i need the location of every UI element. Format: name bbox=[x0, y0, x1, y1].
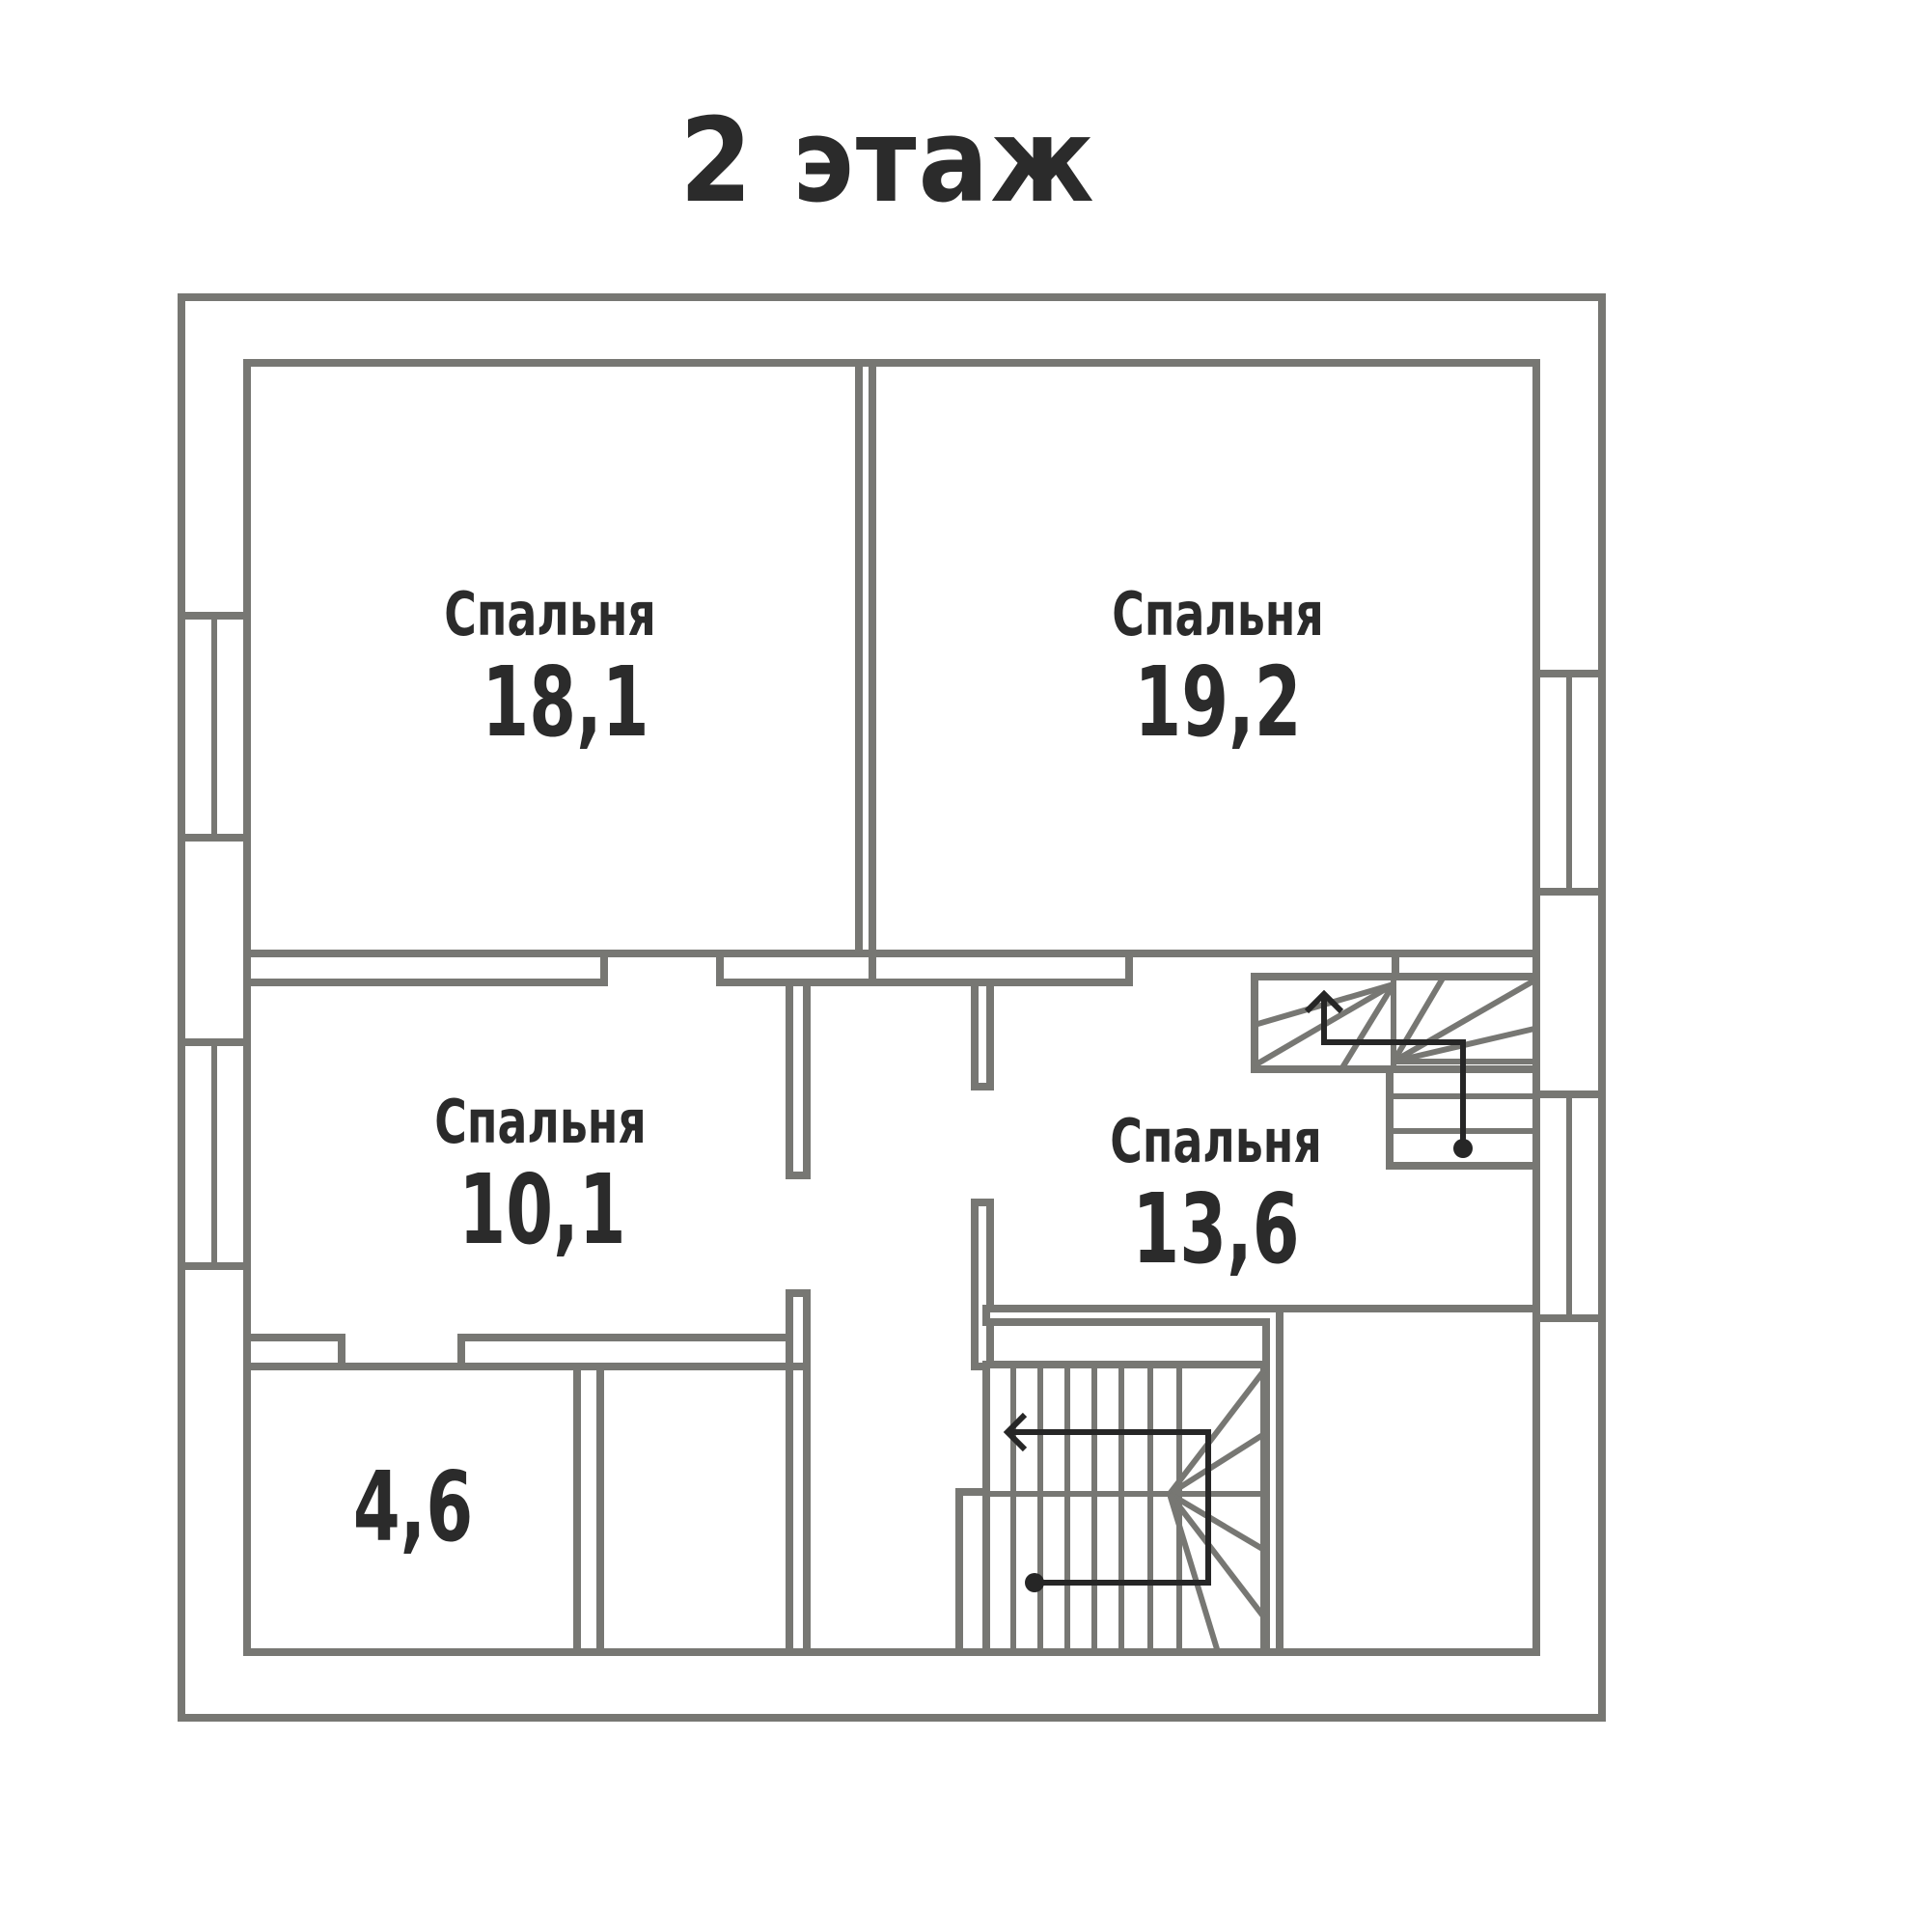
window-left-upper bbox=[181, 612, 247, 842]
window-left-middle bbox=[181, 1038, 247, 1270]
room-area: 13,6 bbox=[1132, 1173, 1300, 1285]
room-area: 19,2 bbox=[1134, 646, 1302, 759]
partition bbox=[786, 979, 811, 1179]
stair-arrow-lower bbox=[1003, 1412, 1211, 1592]
wall-segment bbox=[243, 950, 608, 986]
floor-title: 2 этаж bbox=[679, 95, 1096, 229]
room-closet bbox=[596, 1363, 793, 1656]
room-bathroom-4-6 bbox=[243, 1363, 581, 1656]
partition bbox=[971, 1199, 994, 1370]
wall-segment bbox=[457, 1334, 793, 1370]
wall-segment bbox=[1276, 1305, 1540, 1656]
room-area: 10,1 bbox=[458, 1153, 626, 1266]
room-name: Спальня bbox=[434, 1087, 647, 1157]
staircase-lower bbox=[982, 1361, 1268, 1656]
wall-segment bbox=[243, 1334, 345, 1370]
partition bbox=[971, 979, 994, 1090]
staircase-upper bbox=[1251, 973, 1540, 1170]
room-area: 18,1 bbox=[482, 646, 649, 759]
room-name: Спальня bbox=[1110, 1106, 1322, 1176]
wall-segment bbox=[955, 1488, 990, 1656]
window-right-upper bbox=[1536, 670, 1602, 896]
room-name: Спальня bbox=[444, 579, 656, 649]
wall-segment bbox=[716, 950, 876, 986]
stair-arrow-upper bbox=[1304, 989, 1473, 1158]
window-right-lower bbox=[1536, 1090, 1602, 1322]
wall-segment bbox=[869, 950, 1133, 986]
wall-segment bbox=[786, 1363, 811, 1656]
room-area: 4,6 bbox=[352, 1450, 474, 1563]
room-name: Спальня bbox=[1112, 579, 1324, 649]
